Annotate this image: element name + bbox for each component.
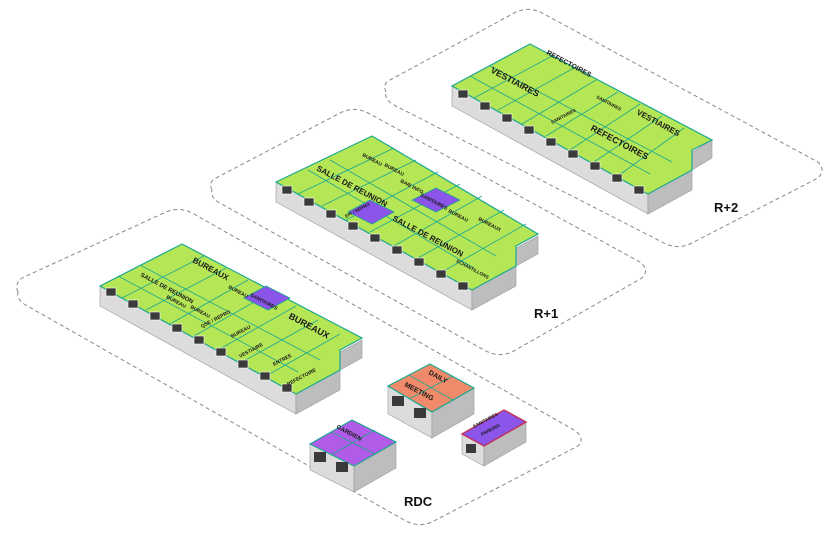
level-label-rdc: RDC xyxy=(404,494,433,509)
satellite-gardien: GARDIEN xyxy=(308,419,398,493)
building-r2 xyxy=(450,43,714,215)
level-label-r2: R+2 xyxy=(714,200,738,215)
building-r1 xyxy=(274,135,540,311)
building-rdc xyxy=(98,243,364,415)
level-label-r1: R+1 xyxy=(534,306,558,321)
satellite-sanitaires-parking: SANITAIRES PARKING xyxy=(460,409,528,467)
satellite-daily-meeting: DAILY MEETING xyxy=(386,363,476,439)
